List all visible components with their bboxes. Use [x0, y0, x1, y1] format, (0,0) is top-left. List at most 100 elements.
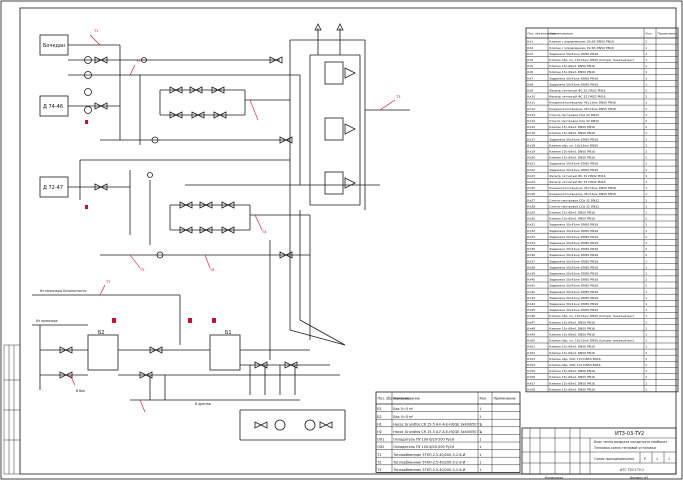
binding-strip: [3, 344, 21, 475]
table-cell: Теплообменник 5ТКП-2.5-40/200-3-2-6-И: [392, 453, 466, 457]
source-label: Бочкдан: [43, 43, 65, 49]
table-cell: Т2: [376, 460, 381, 464]
table-cell: Кл56: [527, 375, 535, 379]
table-cell: Клапан 15с-69ж1 DN50 PN16: [549, 125, 595, 129]
doc-title-2: Тепловая схема тепловой установки: [593, 446, 656, 450]
table-cell: 1: [645, 143, 647, 147]
table-cell: 1: [645, 247, 647, 251]
table-cell: 1: [645, 76, 647, 80]
table-cell: Задвижка 30с41нж DN50 PN16: [549, 229, 598, 233]
svg-text:Т4: Т4: [261, 230, 267, 234]
table-cell: 1: [645, 308, 647, 312]
svg-text:Т7: Т7: [105, 280, 110, 284]
table-cell: 1: [645, 162, 647, 166]
table-cell: Задвижка 30с41нж DN50 PN16: [549, 284, 598, 288]
table-cell: Кл33: [527, 235, 535, 239]
table-cell: 1: [645, 265, 647, 269]
table-cell: 1: [645, 241, 647, 245]
table-cell: Клапан 15с-69ж1 DN50 PN16: [549, 320, 595, 324]
table-cell: Кл23: [527, 174, 535, 178]
table-cell: 1: [645, 113, 647, 117]
table-cell: Задвижка 30с41нж DN50 PN16: [549, 247, 598, 251]
table-cell: Кл37: [527, 259, 535, 263]
table-cell: Фильтр сетчатый ФС 32 DN32 PN16: [549, 180, 605, 184]
table-cell: Задвижка 30с41нж DN50 PN16: [549, 76, 598, 80]
table-cell: Кл15: [527, 125, 535, 129]
source-box-1: Бочкдан: [39, 34, 69, 56]
table-cell: Кл5: [527, 64, 533, 68]
table-cell: Кл52: [527, 351, 535, 355]
table-cell: 1: [645, 302, 647, 306]
table-cell: Конденсатоотводчик 45с13нж DN50 PN16: [549, 186, 616, 190]
table-cell: Кл44: [527, 302, 535, 306]
table-cell: 1: [645, 198, 647, 202]
table-cell: Кл34: [527, 241, 535, 245]
table-cell: Задвижка 30с41нж DN50 PN16: [549, 272, 598, 276]
table-cell: Стекло смотровое ССв 32 DN32: [549, 204, 599, 208]
table-cell: Клапан обр. кл. 16с13нж DN50 (Шторм тяжё…: [549, 314, 634, 318]
table-cell: Клапан 15с-69ж1 DN50 PN16: [549, 369, 595, 373]
tank-b1: Б1: [209, 330, 241, 371]
table-cell: Клапан 15с-69ж1 DN50 PN16: [549, 345, 595, 349]
table-cell: Кл28: [527, 204, 535, 208]
doc-title-1: Блок тепло-возврата конденсата комбинат: [594, 440, 667, 444]
table-cell: Т1: [376, 453, 381, 457]
table-cell: 1: [479, 453, 481, 457]
label-from-bath: Из промпары Безопасности: [40, 289, 86, 293]
table-cell: Кл1: [527, 40, 533, 44]
table-cell: Охладитель ПУ 100-6/20-500 Ру16: [393, 445, 454, 449]
tank-label: Б2: [98, 330, 105, 336]
table-cell: 1: [645, 229, 647, 233]
table-cell: 1: [645, 46, 647, 50]
table-cell: Клапан 15с-69ж1 DN50 PN16: [549, 351, 595, 355]
table-cell: Клапан 15с-69ж1 DN50 PN16: [549, 326, 595, 330]
table-cell: 1: [645, 333, 647, 337]
table-cell: Кл47: [527, 320, 535, 324]
table-cell: Кл58: [527, 387, 535, 391]
table-header: Наименование: [394, 397, 420, 401]
table-header: Кол.: [480, 397, 488, 401]
table-cell: Кл16: [527, 131, 535, 135]
table-cell: 1: [645, 168, 647, 172]
table-cell: 1: [645, 375, 647, 379]
table-cell: Кл45: [527, 308, 535, 312]
gauge-symbols: [84, 56, 164, 259]
table-cell: 1: [645, 357, 647, 361]
source-box-2: Д 74-46: [39, 95, 69, 117]
svg-text:Т1: Т1: [93, 29, 98, 33]
table-cell: Стекло смотровое ССв 32 DN32: [549, 198, 599, 202]
table-cell: Кл24: [527, 180, 535, 184]
table-cell: Клапан 15с-69ж1 DN50 PN16: [549, 64, 595, 68]
table-cell: 1: [645, 253, 647, 257]
table-cell: 1: [645, 192, 647, 196]
table-header: Кол.: [646, 32, 653, 36]
table-cell: 1: [645, 345, 647, 349]
label-drain: В дренаж: [195, 402, 211, 406]
doc-code: ИТ3-03-ТУ2: [615, 431, 644, 437]
table-cell: Н1: [377, 422, 382, 426]
table-cell: Клапан 15с-69ж1 DN50 PN16: [549, 131, 595, 135]
table-cell: Задвижка 30с41нж DN50 PN16: [549, 278, 598, 282]
table-cell: Б1: [377, 407, 381, 411]
table-cell: Клапан 15с-69ж1 DN50 PN16: [549, 217, 595, 221]
lower-piping: [32, 294, 346, 441]
table-cell: 1: [645, 82, 647, 86]
table-cell: Кл51: [527, 345, 535, 349]
table-cell: 1: [645, 89, 647, 93]
table-cell: Клапан с управлением 15с65 DN50 PN16: [549, 40, 614, 44]
annotations: Т1 Т2 Т3 Т4 Т5 Т6 Т7: [69, 29, 400, 413]
table-cell: 1: [645, 125, 647, 129]
table-cell: Задвижка 30с41нж DN50 PN16: [549, 223, 598, 227]
valve-symbols: [94, 56, 293, 259]
table-header: Поз. обозначение: [378, 397, 410, 401]
table-cell: Клапан обр. VNC 170 DN50 PN16: [549, 357, 600, 361]
table-cell: Кл21: [527, 162, 535, 166]
table-cell: 1: [645, 326, 647, 330]
table-cell: Н2: [377, 430, 382, 434]
table-cell: 1: [645, 52, 647, 56]
table-cell: Кл6: [527, 70, 533, 74]
table-cell: Кл55: [527, 369, 535, 373]
